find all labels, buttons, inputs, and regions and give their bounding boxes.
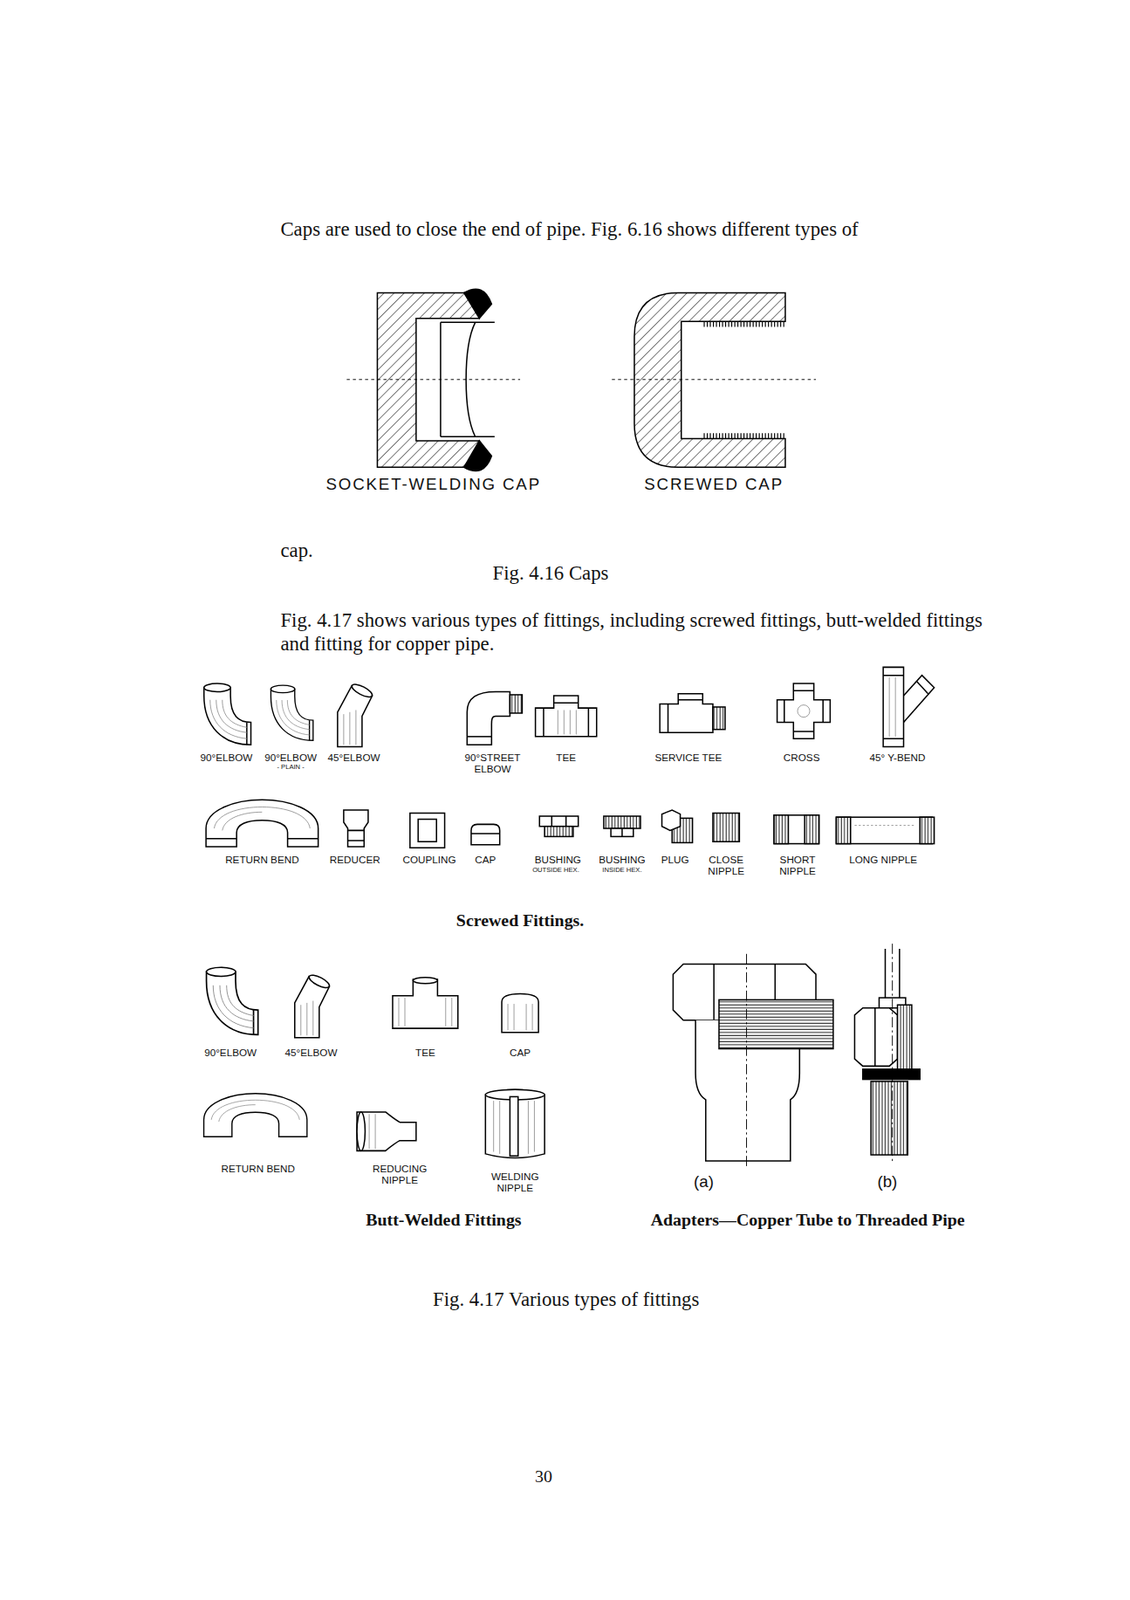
part-label: TEE: [555, 751, 576, 763]
part-label: CAP: [509, 1046, 531, 1058]
sub-label: INSIDE HEX.: [602, 865, 642, 873]
page-number: 30: [534, 1466, 553, 1487]
section-heading: Screwed Fittings.: [456, 910, 584, 932]
figure-label: SCREWED CAP: [643, 475, 784, 494]
body-text: cap.: [280, 538, 313, 562]
figure-caption: Fig. 4.17 Various types of fittings: [432, 1287, 699, 1311]
sub-label: - PLAIN -: [276, 762, 304, 770]
part-label: COUPLING: [403, 853, 457, 865]
figure-label: SOCKET-WELDING CAP: [325, 475, 542, 494]
part-label: 45°ELBOW: [285, 1046, 338, 1058]
part-label: RETURN BEND: [225, 853, 299, 865]
part-label: WELDING NIPPLE: [481, 1171, 549, 1194]
adapter-label: (b): [876, 1172, 898, 1192]
part-label: SHORT NIPPLE: [773, 853, 822, 877]
sub-label: OUTSIDE HEX.: [532, 865, 580, 873]
part-label: BUSHING: [598, 853, 645, 865]
part-label: TEE: [415, 1046, 436, 1058]
part-label: CAP: [474, 853, 496, 865]
part-label: 90°ELBOW: [264, 751, 317, 763]
part-label: SERVICE TEE: [654, 751, 722, 763]
part-label: REDUCER: [329, 853, 381, 865]
part-label: 90°ELBOW: [200, 751, 254, 763]
part-label: 45° Y-BEND: [869, 751, 926, 763]
section-heading: Adapters—Copper Tube to Threaded Pipe: [650, 1209, 966, 1230]
part-label: CLOSE NIPPLE: [702, 853, 750, 877]
part-label: 45°ELBOW: [328, 751, 381, 763]
part-label: 90°STREET ELBOW: [458, 751, 527, 774]
part-label: RETURN BEND: [220, 1162, 295, 1174]
part-label: 90°ELBOW: [204, 1046, 257, 1058]
part-label: CROSS: [783, 751, 821, 763]
section-heading: Butt-Welded Fittings: [365, 1209, 521, 1230]
part-label: REDUCING NIPPLE: [366, 1162, 434, 1185]
figure-caption: Fig. 4.16 Caps: [493, 561, 610, 585]
part-label: LONG NIPPLE: [849, 853, 918, 865]
part-label: PLUG: [661, 853, 690, 865]
body-text: Fig. 4.17 shows various types of fitting…: [280, 608, 994, 656]
body-text: Caps are used to close the end of pipe. …: [280, 217, 858, 241]
adapter-label: (a): [693, 1172, 714, 1192]
part-label: BUSHING: [534, 853, 582, 865]
